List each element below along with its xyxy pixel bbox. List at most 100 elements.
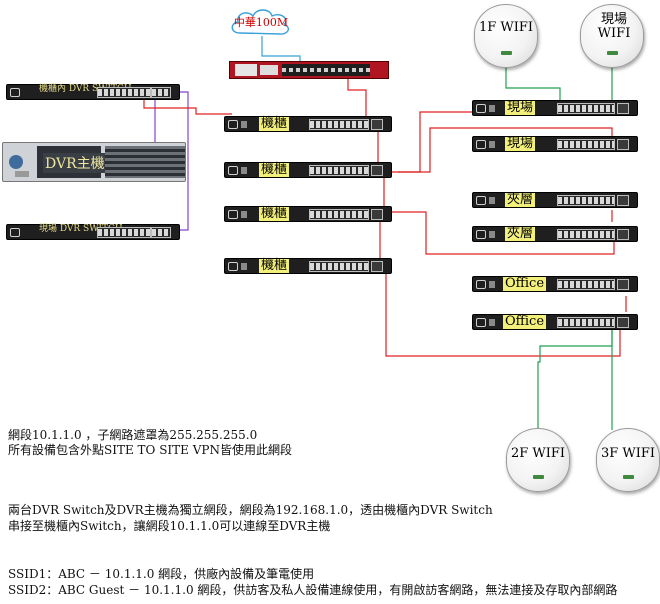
switch-ports <box>309 119 369 130</box>
wire-cabinet-site2 <box>398 127 613 173</box>
rack-handle <box>489 231 495 238</box>
dvr-switch-site: 現場 DVR SWITCH <box>6 224 180 240</box>
cabinet-switch-2: 機櫃 <box>224 162 392 178</box>
ap-2f-label: 2F WIFI <box>510 446 566 461</box>
rack-ear <box>476 230 486 239</box>
office-switch-1: Office <box>472 276 638 292</box>
site-switch-2: 現場 <box>472 136 638 152</box>
firewall-router <box>229 61 389 79</box>
rack-ear <box>228 120 238 129</box>
dvr-server: DVR主機 <box>2 142 186 182</box>
note-dvr-subnet: 兩台DVR Switch及DVR主機為獨立網段，網段為192.168.1.0，透… <box>8 503 493 517</box>
switch-ports <box>557 229 615 240</box>
ap-1f: 1F WIFI <box>474 4 538 68</box>
note-dvr-link: 串接至機櫃內Switch，讓網段10.1.1.0可以連線至DVR主機 <box>8 519 331 533</box>
wire-cabinet-site <box>392 111 478 173</box>
rack-handle <box>489 141 495 148</box>
mezz-switch-2: 夾層 <box>472 226 638 242</box>
rack-ear <box>476 318 486 327</box>
switch-ports <box>97 227 151 238</box>
server-logo-icon <box>9 155 23 169</box>
cabinet-switch-2-label: 機櫃 <box>259 162 290 177</box>
rack-handle <box>489 281 495 288</box>
wire-internet-firewall <box>261 36 301 62</box>
dvr-switch-cabinet: 機櫃內 DVR SWITCH <box>6 84 180 100</box>
switch-ports <box>557 279 615 290</box>
rack-ear <box>228 210 238 219</box>
server-label: DVR主機 <box>43 153 107 173</box>
rack-handle <box>489 319 495 326</box>
rack-ear <box>10 228 20 237</box>
uplink-port <box>617 229 629 240</box>
site-switch-2-label: 現場 <box>505 136 536 151</box>
uplink-port <box>617 103 629 114</box>
rack-handle <box>241 167 247 174</box>
rack-ear <box>476 104 486 113</box>
ap-led-icon <box>533 475 544 479</box>
cabinet-switch-1-label: 機櫃 <box>259 116 290 131</box>
internet-cloud: 中華100M <box>226 5 296 39</box>
ap-site: 現場 WIFI <box>580 4 644 68</box>
note-ssid2: SSID2：ABC Guest － 10.1.1.0 網段，供訪客及私人設備連線… <box>8 583 618 597</box>
switch-ports <box>557 195 615 206</box>
ap-2f: 2F WIFI <box>506 428 570 492</box>
rack-ear <box>476 280 486 289</box>
note-ssid1: SSID1：ABC － 10.1.1.0 網段，供廠內設備及筆電使用 <box>8 567 315 581</box>
note-vpn: 所有設備包含外點SITE TO SITE VPN皆使用此網段 <box>8 443 292 457</box>
server-badge <box>15 171 29 177</box>
cabinet-switch-4-label: 機櫃 <box>259 258 290 273</box>
switch-ports <box>151 87 171 98</box>
switch-ports <box>557 139 615 150</box>
wire-dvr-cabinet <box>143 92 232 115</box>
rack-handle <box>241 121 247 128</box>
ap-led-icon <box>623 475 634 479</box>
cabinet-switch-4: 機櫃 <box>224 258 392 274</box>
firewall-ports <box>282 64 370 76</box>
firewall-buttons <box>260 65 278 75</box>
dvr-switch-site-label: 現場 DVR SWITCH <box>39 224 123 234</box>
mezz-switch-1-label: 夾層 <box>505 192 536 207</box>
uplink-port <box>617 139 629 150</box>
switch-ports <box>151 227 171 238</box>
dvr-switch-cabinet-label: 機櫃內 DVR SWITCH <box>39 84 132 94</box>
server-drive-bays <box>105 146 185 178</box>
site-switch-1: 現場 <box>472 100 638 116</box>
uplink-port <box>617 317 629 328</box>
cabinet-switch-3-label: 機櫃 <box>259 206 290 221</box>
switch-ports <box>309 165 369 176</box>
mezz-switch-2-label: 夾層 <box>505 226 536 241</box>
uplink-port <box>371 209 383 220</box>
rack-handle <box>241 211 247 218</box>
cabinet-switch-3: 機櫃 <box>224 206 392 222</box>
rack-handle <box>241 263 247 270</box>
ap-site-label: 現場 WIFI <box>597 12 631 41</box>
ap-3f: 3F WIFI <box>596 428 660 492</box>
rack-ear <box>228 262 238 271</box>
switch-ports <box>309 261 369 272</box>
site-switch-1-label: 現場 <box>505 100 536 115</box>
rack-ear <box>476 140 486 149</box>
rack-ear <box>10 88 20 97</box>
office-switch-1-label: Office <box>503 276 547 291</box>
wire-cabinet-mezz <box>392 211 615 255</box>
note-subnet: 網段10.1.1.0 ，子網路遮罩為255.255.255.0 <box>8 428 258 442</box>
wire-ap1f-site <box>505 66 561 100</box>
ap-led-icon <box>501 51 512 55</box>
switch-ports <box>97 87 151 98</box>
wire-firewall-cabinet <box>347 78 367 118</box>
ap-led-icon <box>607 51 618 55</box>
switch-ports <box>557 103 615 114</box>
office-switch-2: Office <box>472 314 638 330</box>
mezz-switch-1: 夾層 <box>472 192 638 208</box>
ap-1f-label: 1F WIFI <box>478 20 534 35</box>
wire-dvr-switch-site <box>176 91 189 231</box>
wire-cabinet-office <box>385 272 621 357</box>
uplink-port <box>617 195 629 206</box>
rack-handle <box>489 105 495 112</box>
uplink-port <box>371 165 383 176</box>
cloud-icon <box>231 9 290 35</box>
wire-office-ap2f <box>537 330 613 430</box>
switch-ports <box>309 209 369 220</box>
